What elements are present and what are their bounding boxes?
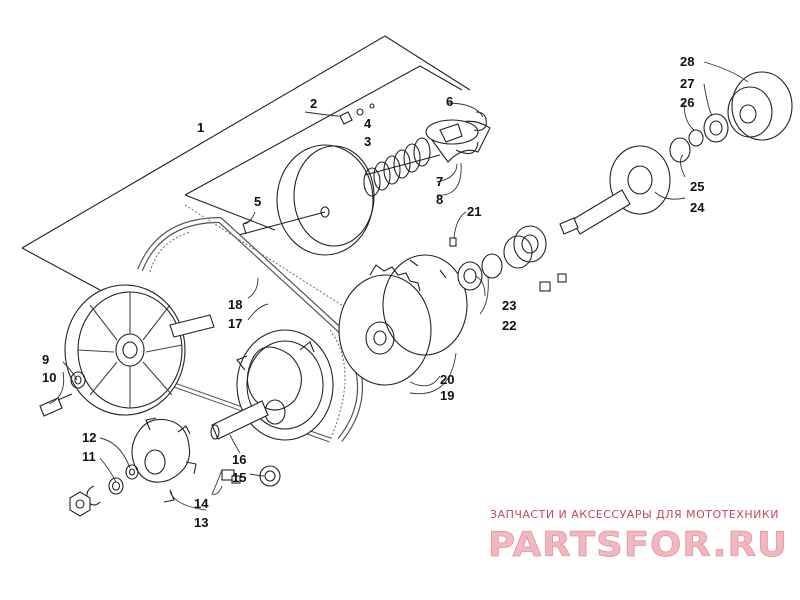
watermark-brand: PARTSFOR.RU: [488, 525, 788, 565]
small-clip: [339, 103, 375, 125]
driven-clutch: [338, 254, 468, 386]
washer-9: [70, 371, 86, 389]
bearing: [503, 225, 547, 269]
washer-12: [125, 464, 139, 480]
callout-10: 10: [42, 370, 56, 385]
shaft-16: [210, 400, 269, 440]
callout-21: 21: [467, 204, 481, 219]
washer-22: [457, 261, 483, 291]
callout-6: 6: [446, 94, 453, 109]
bushing-11: [108, 477, 124, 495]
callout-9: 9: [42, 352, 49, 367]
callout-16: 16: [232, 452, 246, 467]
callout-13: 13: [194, 515, 208, 530]
callout-28: 28: [680, 54, 694, 69]
ring-23: [481, 253, 503, 279]
callout-18: 18: [228, 297, 242, 312]
watermark-tagline: ЗАПЧАСТИ И АКСЕССУАРЫ ДЛЯ МОТОТЕХНИКИ: [490, 508, 779, 521]
callout-15: 15: [232, 470, 246, 485]
callout-5: 5: [254, 194, 261, 209]
fixed-sheave: [64, 284, 215, 416]
callout-23: 23: [502, 298, 516, 313]
callout-24: 24: [690, 200, 705, 215]
spring: [363, 137, 441, 197]
watermark: ЗАПЧАСТИ И АКСЕССУАРЫ ДЛЯ МОТОТЕХНИКИ PA…: [488, 508, 788, 565]
bolt-21: [449, 237, 457, 247]
callout-4: 4: [364, 116, 372, 131]
washer-26: [688, 129, 704, 147]
ring-25: [669, 137, 691, 163]
callout-labels: 1 2 3 4 5 6 7 8 9 10 11 12 13 14 15 16 1…: [42, 54, 705, 530]
callout-14: 14: [194, 496, 209, 511]
callout-22: 22: [502, 318, 516, 333]
callout-20: 20: [440, 372, 454, 387]
assembly-2-bracket: [184, 65, 463, 231]
bearing-27: [703, 113, 729, 143]
callout-3: 3: [364, 134, 371, 149]
bolt-10: [39, 393, 73, 417]
bolt-small: [539, 273, 567, 292]
housing-24: [559, 145, 671, 235]
roller-15: [259, 465, 281, 487]
callout-1: 1: [197, 120, 204, 135]
callout-7: 7: [436, 174, 443, 189]
callout-26: 26: [680, 95, 694, 110]
callout-25: 25: [690, 179, 704, 194]
callout-2: 2: [310, 96, 317, 111]
clutch-drum-28: [727, 71, 793, 141]
roller-14: [221, 469, 241, 484]
callout-19: 19: [440, 388, 454, 403]
callout-8: 8: [436, 192, 443, 207]
leader-lines: [48, 61, 749, 511]
callout-12: 12: [82, 430, 96, 445]
snap-ring: [473, 111, 487, 132]
assembly-1-bracket: [21, 35, 471, 291]
callout-17: 17: [228, 316, 242, 331]
callout-27: 27: [680, 76, 694, 91]
spider-13: [131, 417, 197, 503]
callout-11: 11: [82, 449, 96, 464]
nut-lower: [69, 491, 91, 517]
spider-cup: [425, 119, 491, 163]
